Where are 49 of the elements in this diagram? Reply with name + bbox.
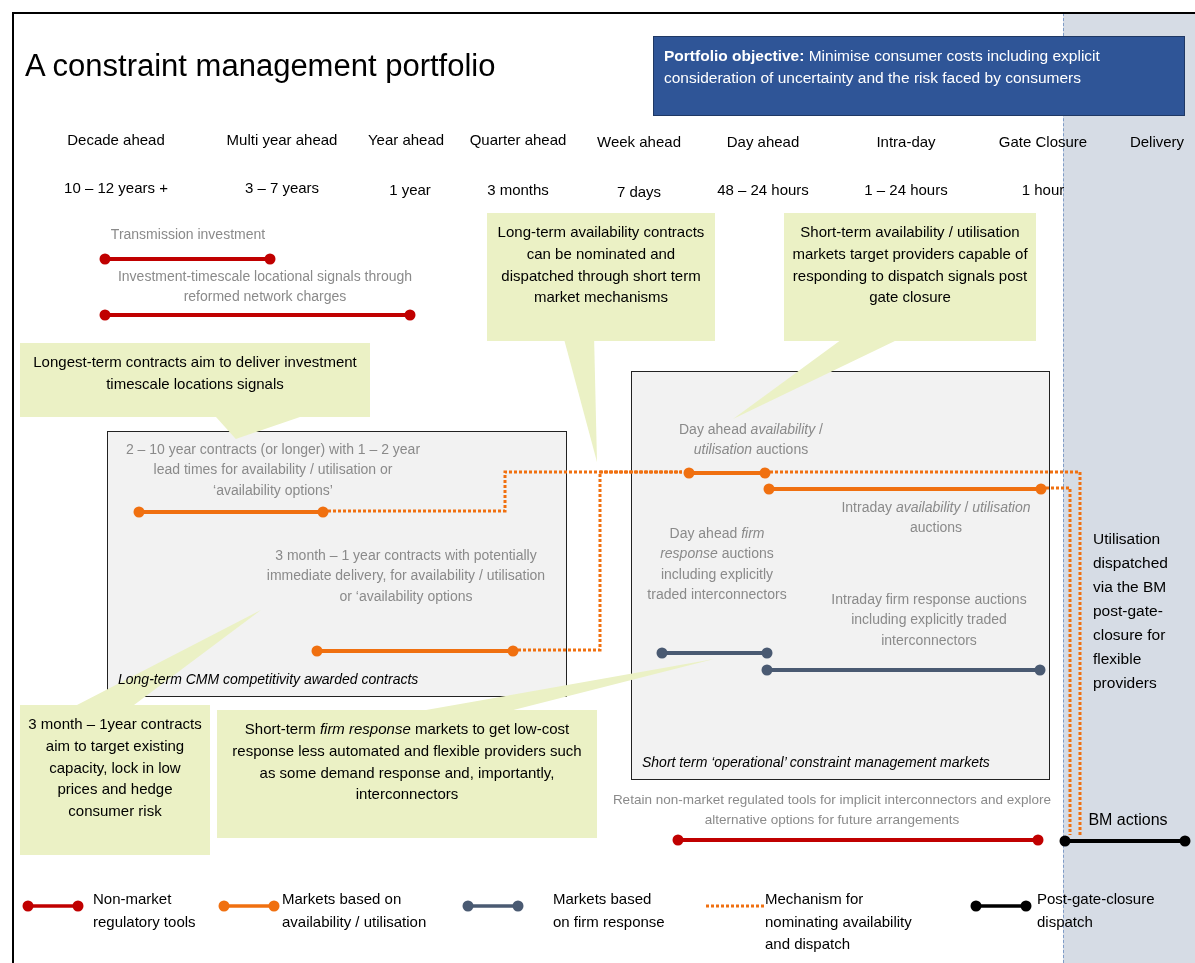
bar-label: BM actions [1087, 810, 1169, 830]
callout-box: 3 month – 1year contracts aim to target existing capacity, lock in low prices and hedge consumer risk [20, 705, 210, 855]
market-description: Day ahead availability / utilisation auctions [678, 420, 824, 460]
timescale-heading: Decade ahead [67, 131, 165, 148]
market-description: Retain non-market regulated tools for implicit interconnectors and explore alternative options for future arrangements [611, 791, 1053, 829]
duration-label: 3 – 7 years [244, 179, 320, 196]
duration-label: 1 – 24 hours [864, 181, 948, 198]
duration-label: 3 months [487, 181, 549, 198]
callout-pointer [733, 341, 895, 419]
callout-pointer [216, 417, 300, 439]
timescale-heading: Week ahead [597, 133, 681, 150]
duration-label: 10 – 12 years + [64, 179, 168, 196]
market-description: Intraday availability / utilisation auctions [841, 498, 1031, 538]
timescale-heading: Day ahead [726, 133, 800, 150]
dotted-mechanism-line [770, 470, 1082, 835]
timescale-heading: Delivery [1129, 133, 1185, 150]
legend-text: Post-gate-closure dispatch [1037, 889, 1156, 932]
market-description: 2 – 10 year contracts (or longer) with 1 – 2 year lead times for availability / utilisation or ‘availability options’ [124, 440, 422, 500]
dotted-mechanism-line [518, 470, 682, 652]
market-description: Transmission investment [109, 225, 267, 244]
legend-text: Non-market regulatory tools [93, 889, 197, 932]
market-description: Investment-timescale locational signals through reformed network charges [116, 267, 414, 307]
group-title: Short term ‘operational’ constraint management markets [642, 753, 991, 773]
market-description: Intraday firm response auctions including explicitly traded interconnectors [830, 590, 1028, 650]
legend-text: Markets based on availability / utilisation [282, 889, 428, 932]
duration-label: 48 – 24 hours [717, 181, 809, 198]
legend-text: Mechanism for nominating availability and dispatch [765, 889, 913, 954]
dotted-mechanism-line [328, 470, 682, 513]
callout-pointer [426, 659, 714, 710]
duration-label: 7 days [616, 183, 662, 200]
duration-label: 1 year [389, 181, 431, 198]
note-text: Utilisation dispatched via the BM post-gate-closure for flexible providers [1093, 529, 1169, 694]
legend-text: Markets based on firm response [553, 889, 666, 932]
timescale-heading: Multi year ahead [226, 131, 338, 148]
market-group-panel [631, 371, 1050, 780]
timescale-heading: Intra-day [876, 133, 936, 150]
timescale-heading: Gate Closure [998, 133, 1088, 150]
objective-box: Portfolio objective: Minimise consumer costs including explicit consideration of uncertainty and the risk faced by consumers [653, 36, 1185, 116]
market-description: 3 month – 1 year contracts with potentially immediate delivery, for availability / utilisation or ‘availability options [265, 546, 547, 606]
group-title: Long-term CMM competitivity awarded contracts [118, 670, 420, 690]
callout-box: Long-term availability contracts can be nominated and dispatched through short term market mechanisms [487, 213, 715, 341]
market-description: Day ahead firm response auctions including explicitly traded interconnectors [646, 524, 788, 604]
dotted-mechanism-line [1046, 486, 1072, 835]
callout-pointer [77, 609, 261, 705]
duration-label: 1 hour [1021, 181, 1065, 198]
market-group-panel [107, 431, 567, 697]
diagram-title: A constraint management portfolio [25, 48, 496, 84]
timescale-heading: Quarter ahead [469, 131, 567, 148]
timescale-heading: Year ahead [367, 131, 445, 148]
